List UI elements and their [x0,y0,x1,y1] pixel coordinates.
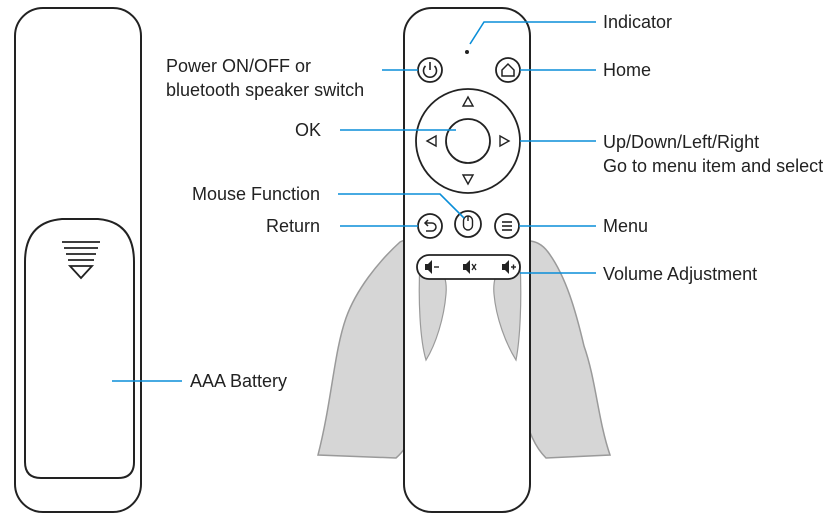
callout-lines [112,21,596,382]
volume-label: Volume Adjustment [603,264,758,284]
home-icon [501,62,515,77]
indicator-callout [469,21,596,45]
battery-cover [24,218,135,479]
menu-button[interactable] [494,213,520,239]
remote-back [14,7,142,513]
direction-label-line1: Up/Down/Left/Right [603,132,760,152]
direction-label-line2: Go to menu item and select [603,156,824,176]
ok-label: OK [295,120,322,140]
thumbs [418,260,522,362]
right-arrow-icon[interactable] [499,134,511,148]
return-icon [423,219,437,232]
indicator-led [465,50,469,54]
home-label: Home [603,60,652,80]
mouse-function-button[interactable] [454,210,482,238]
power-label-line1: Power ON/OFF or [166,56,312,76]
mouse-function-label: Mouse Function [192,184,321,204]
volume-down-icon[interactable] [425,260,439,274]
menu-icon [502,221,512,231]
return-button[interactable] [417,213,443,239]
menu-label: Menu [603,216,649,236]
return-label: Return [266,216,321,236]
ok-button[interactable] [445,118,491,164]
battery-label: AAA Battery [190,371,288,391]
battery-cover-arrow-icon [62,241,100,280]
power-button[interactable] [417,57,443,83]
mouse-function-callout [338,193,465,219]
mouse-icon [462,215,474,231]
power-label-line2: bluetooth speaker switch [166,80,365,100]
mute-icon[interactable] [463,260,477,274]
up-arrow-icon[interactable] [461,95,475,107]
left-arrow-icon[interactable] [425,134,437,148]
indicator-label: Indicator [603,12,673,32]
volume-bar [416,254,521,280]
power-icon [422,62,438,78]
home-button[interactable] [495,57,521,83]
volume-up-icon[interactable] [502,260,516,274]
down-arrow-icon[interactable] [461,174,475,186]
